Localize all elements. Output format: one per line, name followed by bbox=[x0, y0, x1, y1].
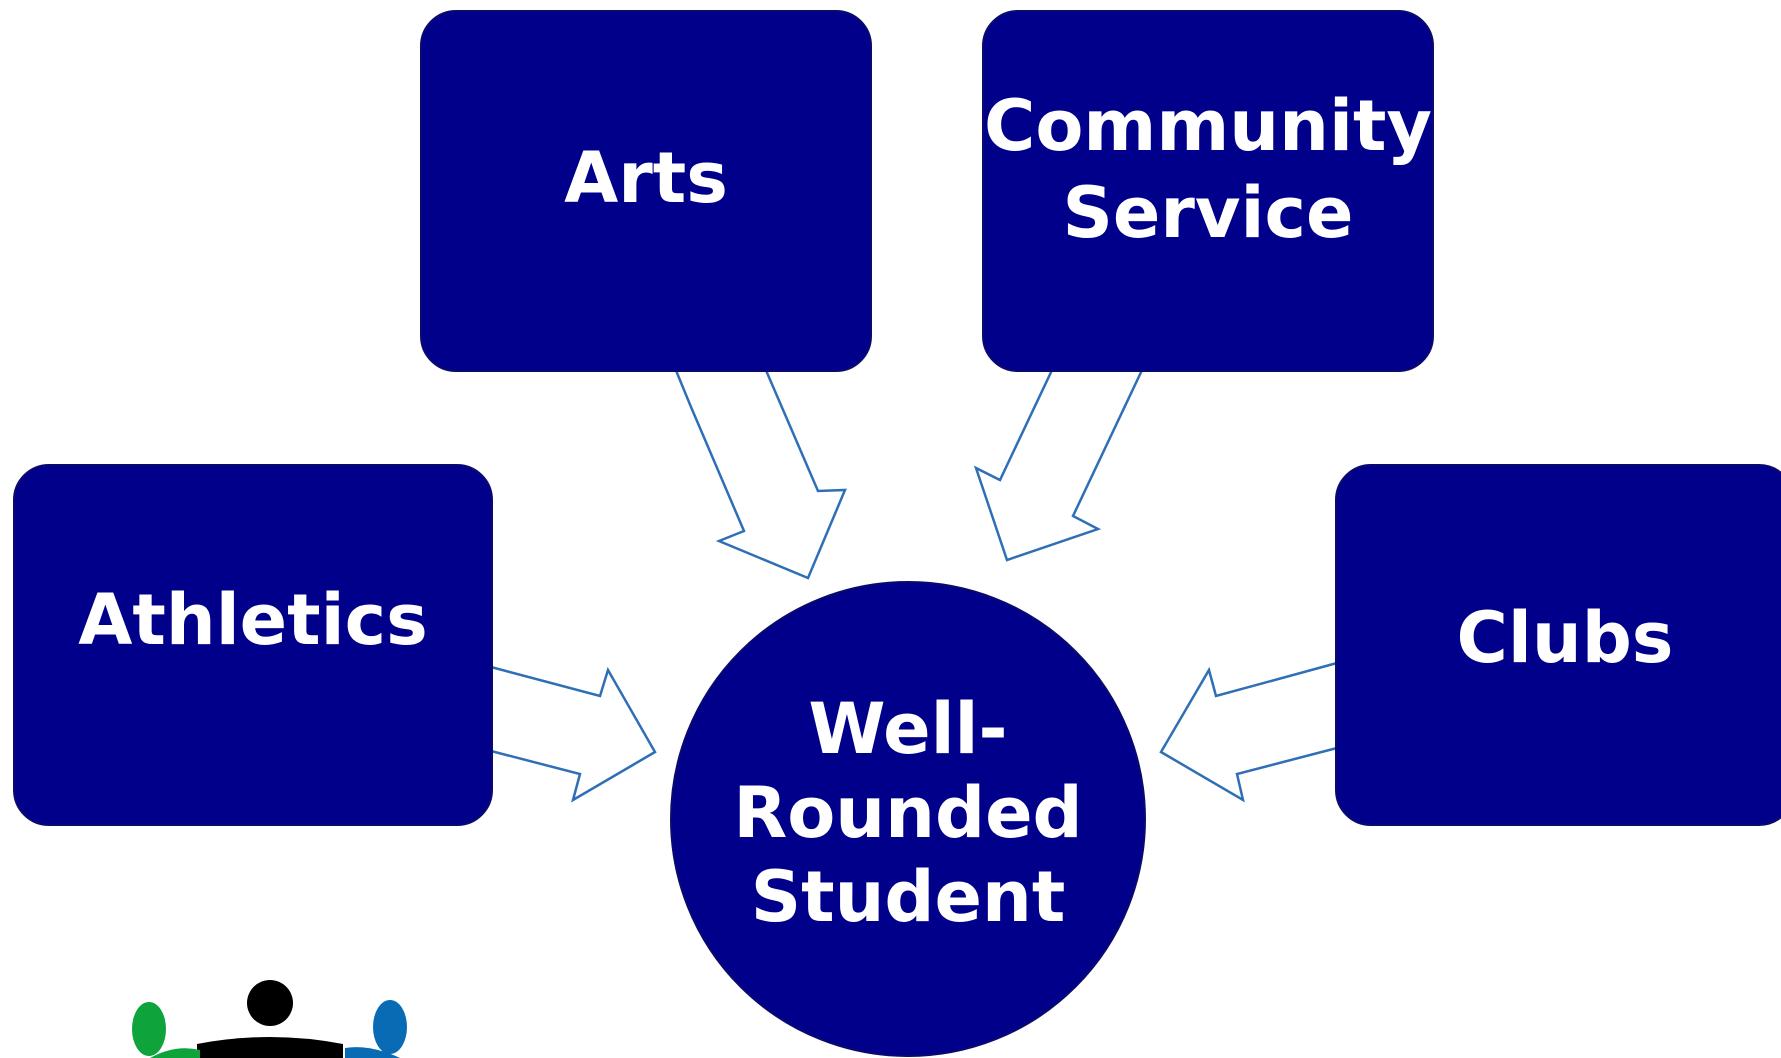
node-arts-label: Arts bbox=[564, 137, 728, 220]
node-community-service: Community Service bbox=[982, 10, 1434, 372]
node-athletics-label: Athletics bbox=[78, 579, 428, 662]
logo-blue-figure bbox=[373, 1000, 407, 1054]
logo-black-figure-head bbox=[247, 980, 293, 1026]
node-well-rounded-student: Well-Rounded Student bbox=[670, 581, 1146, 1057]
arrow-clubs-to-center bbox=[1159, 661, 1339, 803]
node-well-rounded-student-label: Well-Rounded Student bbox=[733, 688, 1083, 938]
node-arts: Arts bbox=[420, 10, 872, 372]
node-clubs: Clubs bbox=[1335, 464, 1781, 826]
arrow-community-to-center bbox=[973, 366, 1145, 562]
node-clubs-label: Clubs bbox=[1456, 597, 1674, 680]
node-community-service-label: Community Service bbox=[983, 84, 1433, 255]
logo-blue-arm bbox=[345, 1047, 400, 1058]
node-athletics: Athletics bbox=[13, 464, 493, 826]
logo-green-arm bbox=[150, 1048, 200, 1058]
logo-black-arc bbox=[197, 1037, 343, 1058]
logo-green-figure bbox=[132, 1002, 166, 1056]
arrow-athletics-to-center bbox=[489, 665, 657, 803]
arrow-arts-to-center bbox=[673, 366, 847, 580]
